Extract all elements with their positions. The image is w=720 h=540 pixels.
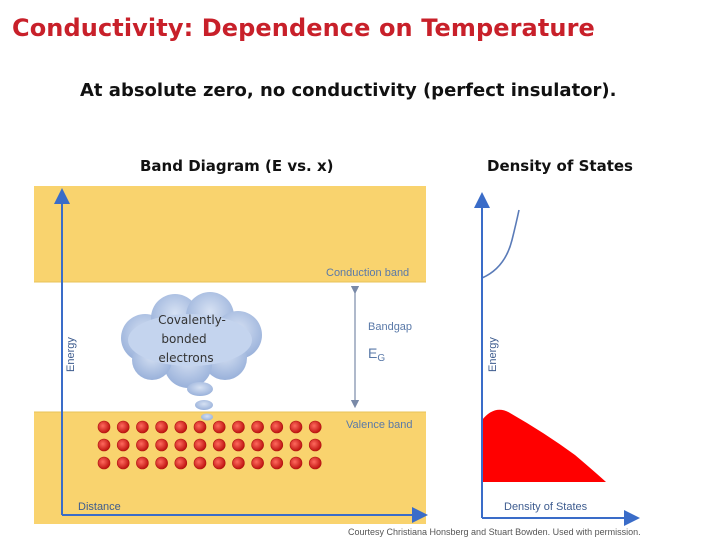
valence-electrons bbox=[97, 420, 322, 470]
electron bbox=[193, 420, 207, 434]
filled-states-region bbox=[482, 409, 606, 482]
electron bbox=[97, 456, 111, 470]
conduction-dos-curve bbox=[481, 209, 520, 279]
electron bbox=[212, 420, 226, 434]
electron bbox=[193, 438, 207, 452]
electron bbox=[136, 456, 149, 470]
valence-band-label: Valence band bbox=[346, 419, 412, 431]
bubble-line-2: bonded bbox=[161, 332, 206, 346]
electron bbox=[97, 420, 111, 434]
electron bbox=[116, 456, 130, 470]
band-diagram-heading: Band Diagram (E vs. x) bbox=[140, 157, 334, 175]
electron bbox=[116, 420, 130, 434]
dos-heading: Density of States bbox=[487, 157, 633, 175]
electron bbox=[232, 456, 245, 470]
electron bbox=[155, 420, 168, 434]
electron bbox=[251, 420, 264, 434]
slide-subtitle: At absolute zero, no conductivity (perfe… bbox=[80, 80, 617, 101]
electron bbox=[270, 438, 284, 452]
slide-title: Conductivity: Dependence on Temperature bbox=[12, 14, 595, 42]
electron bbox=[212, 438, 226, 452]
electron bbox=[155, 438, 168, 452]
electron bbox=[289, 420, 303, 434]
electron bbox=[270, 456, 284, 470]
bubble-line-3: electrons bbox=[158, 351, 213, 365]
bandgap-label: Bandgap bbox=[368, 321, 412, 333]
bubble-line-1: Covalently- bbox=[158, 313, 226, 327]
electron bbox=[174, 420, 188, 434]
electron bbox=[289, 438, 303, 452]
eg-subscript: G bbox=[377, 353, 385, 364]
electron bbox=[193, 456, 207, 470]
electron bbox=[308, 420, 322, 434]
electron bbox=[308, 456, 322, 470]
electron bbox=[116, 438, 130, 452]
distance-axis-label: Distance bbox=[78, 501, 121, 513]
eg-main: E bbox=[368, 345, 377, 361]
eg-symbol: EG bbox=[368, 345, 385, 364]
electron bbox=[174, 456, 188, 470]
conduction-band-label: Conduction band bbox=[326, 267, 409, 279]
dos-energy-axis-label: Energy bbox=[487, 337, 499, 372]
electron bbox=[136, 438, 149, 452]
electron bbox=[308, 438, 322, 452]
covalent-bond-bubble: Covalently- bonded electrons bbox=[121, 292, 262, 421]
electron bbox=[232, 420, 245, 434]
dos-x-axis-label: Density of States bbox=[504, 501, 588, 513]
electron bbox=[251, 456, 264, 470]
electron bbox=[136, 420, 149, 434]
conduction-band bbox=[34, 186, 426, 282]
electron bbox=[251, 438, 264, 452]
image-credit: Courtesy Christiana Honsberg and Stuart … bbox=[348, 527, 641, 537]
electron bbox=[97, 438, 111, 452]
electron bbox=[174, 438, 188, 452]
electron bbox=[155, 456, 168, 470]
electron bbox=[212, 456, 226, 470]
electron bbox=[232, 438, 245, 452]
electron bbox=[289, 456, 303, 470]
electron bbox=[270, 420, 284, 434]
energy-axis-label: Energy bbox=[65, 337, 77, 372]
